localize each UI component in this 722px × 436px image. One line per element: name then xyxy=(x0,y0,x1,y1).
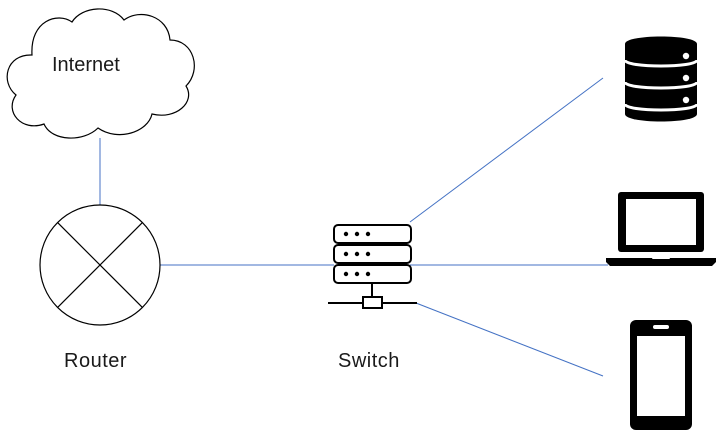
switch-icon xyxy=(328,224,417,309)
router-icon xyxy=(39,204,161,326)
link-switch-phone xyxy=(415,302,604,377)
router-label: Router xyxy=(64,350,128,372)
switch-label: Switch xyxy=(338,350,400,372)
link-switch-database xyxy=(409,77,604,223)
database-server-icon xyxy=(623,36,699,122)
smartphone-icon xyxy=(630,320,692,430)
connections xyxy=(99,77,608,377)
internet-label: Internet xyxy=(52,54,120,76)
laptop-icon xyxy=(606,192,716,266)
cloud-icon xyxy=(6,8,195,139)
